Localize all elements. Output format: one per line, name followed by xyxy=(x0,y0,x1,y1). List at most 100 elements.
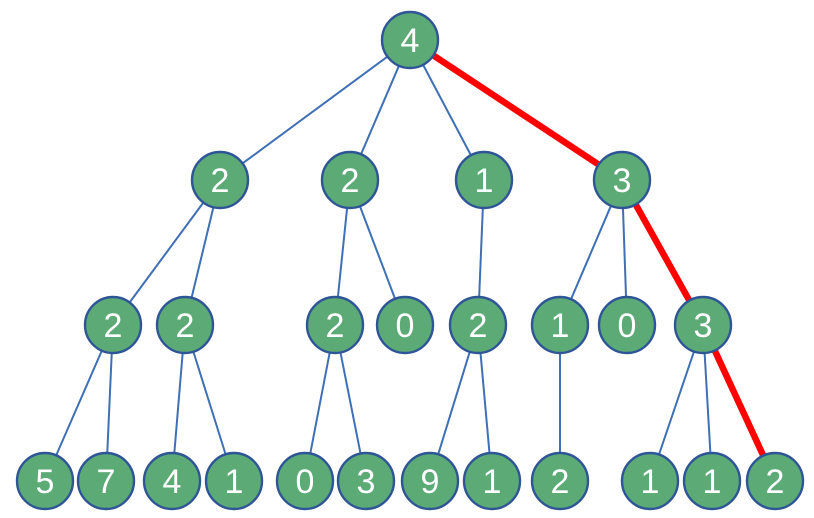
tree-edge-2-to-9 xyxy=(436,350,472,456)
tree-edge-4-to-2 xyxy=(359,64,401,156)
tree-node-n11-value-0[interactable]: 0 xyxy=(597,295,657,355)
node-circle[interactable] xyxy=(142,451,202,511)
node-circle[interactable] xyxy=(597,295,657,355)
tree-node-n0-value-4[interactable]: 4 xyxy=(380,10,440,70)
node-circle[interactable] xyxy=(620,451,680,511)
tree-edge-2-to-1 xyxy=(479,351,491,455)
node-label: 5 xyxy=(36,463,55,501)
node-circle[interactable] xyxy=(275,451,335,511)
node-circle[interactable] xyxy=(673,295,733,355)
node-label: 9 xyxy=(421,463,440,501)
node-circle[interactable] xyxy=(336,451,396,511)
node-label: 7 xyxy=(97,463,116,501)
node-circle[interactable] xyxy=(375,295,435,355)
node-label: 2 xyxy=(104,307,123,345)
node-circle[interactable] xyxy=(448,295,508,355)
node-circle[interactable] xyxy=(190,150,250,210)
tree-node-n5-value-2[interactable]: 2 xyxy=(83,295,143,355)
node-circle[interactable] xyxy=(305,295,365,355)
tree-edge-2-to-0 xyxy=(358,204,397,301)
node-circle[interactable] xyxy=(745,451,805,511)
tree-edge-2-to-7 xyxy=(106,351,113,455)
node-label: 0 xyxy=(618,307,637,345)
node-circle[interactable] xyxy=(530,451,590,511)
tree-node-n7-value-2[interactable]: 2 xyxy=(305,295,365,355)
node-circle[interactable] xyxy=(400,451,460,511)
node-label: 2 xyxy=(211,162,230,200)
tree-edge-3-to-1 xyxy=(703,351,712,455)
tree-node-n22-value-1[interactable]: 1 xyxy=(620,451,680,511)
tree-edge-2-to-2 xyxy=(190,206,215,299)
tree-node-n14-value-7[interactable]: 7 xyxy=(76,451,136,511)
node-label: 2 xyxy=(551,463,570,501)
node-circle[interactable] xyxy=(15,451,75,511)
tree-edge-highlighted-4-to-3 xyxy=(428,51,604,169)
node-circle[interactable] xyxy=(380,10,440,70)
highlight-path-layer xyxy=(428,51,768,461)
tree-edge-2-to-2 xyxy=(128,201,205,304)
tree-edge-3-to-1 xyxy=(569,204,613,301)
tree-node-n8-value-0[interactable]: 0 xyxy=(375,295,435,355)
node-label: 3 xyxy=(357,463,376,501)
tree-edge-3-to-1 xyxy=(657,350,696,456)
tree-edge-2-to-2 xyxy=(336,206,349,299)
tree-node-n9-value-2[interactable]: 2 xyxy=(448,295,508,355)
tree-node-n1-value-2[interactable]: 2 xyxy=(190,150,250,210)
node-circle[interactable] xyxy=(155,295,215,355)
node-label: 2 xyxy=(176,307,195,345)
node-label: 2 xyxy=(341,162,360,200)
tree-node-n20-value-1[interactable]: 1 xyxy=(462,451,522,511)
node-label: 1 xyxy=(225,463,244,501)
node-circle[interactable] xyxy=(682,451,742,511)
tree-edge-2-to-0 xyxy=(309,351,331,455)
node-label: 0 xyxy=(296,463,315,501)
node-label: 2 xyxy=(766,463,785,501)
tree-node-n16-value-1[interactable]: 1 xyxy=(204,451,264,511)
tree-node-n2-value-2[interactable]: 2 xyxy=(320,150,380,210)
node-label: 4 xyxy=(163,463,182,501)
node-label: 2 xyxy=(326,307,345,345)
tree-edge-4-to-1 xyxy=(421,63,473,157)
node-circle[interactable] xyxy=(83,295,143,355)
node-circle[interactable] xyxy=(76,451,136,511)
node-label: 1 xyxy=(551,307,570,345)
tree-node-n23-value-1[interactable]: 1 xyxy=(682,451,742,511)
node-circle[interactable] xyxy=(530,295,590,355)
node-circle[interactable] xyxy=(454,150,514,210)
tree-node-n6-value-2[interactable]: 2 xyxy=(155,295,215,355)
node-label: 0 xyxy=(396,307,415,345)
node-circle[interactable] xyxy=(320,150,380,210)
tree-node-n3-value-1[interactable]: 1 xyxy=(454,150,514,210)
node-circle[interactable] xyxy=(204,451,264,511)
tree-node-n17-value-0[interactable]: 0 xyxy=(275,451,335,511)
tree-node-n12-value-3[interactable]: 3 xyxy=(673,295,733,355)
tree-node-n10-value-1[interactable]: 1 xyxy=(530,295,590,355)
node-circle[interactable] xyxy=(462,451,522,511)
node-label: 1 xyxy=(703,463,722,501)
tree-edge-2-to-4 xyxy=(173,351,184,455)
tree-edge-3-to-0 xyxy=(621,206,628,299)
tree-edge-4-to-2 xyxy=(241,55,389,165)
node-label: 2 xyxy=(469,307,488,345)
node-label: 1 xyxy=(483,463,502,501)
tree-node-n24-value-2[interactable]: 2 xyxy=(745,451,805,511)
tree-edge-highlighted-3-to-3 xyxy=(631,199,694,306)
tree-node-n21-value-2[interactable]: 2 xyxy=(530,451,590,511)
tree-edge-2-to-3 xyxy=(339,351,362,455)
tree-node-n4-value-3[interactable]: 3 xyxy=(592,150,652,210)
tree-edge-2-to-5 xyxy=(54,349,104,457)
node-label: 1 xyxy=(641,463,660,501)
tree-edge-2-to-1 xyxy=(192,350,227,456)
tree-node-n15-value-4[interactable]: 4 xyxy=(142,451,202,511)
tree-node-n13-value-5[interactable]: 5 xyxy=(15,451,75,511)
tree-node-n19-value-9[interactable]: 9 xyxy=(400,451,460,511)
tree-node-n18-value-3[interactable]: 3 xyxy=(336,451,396,511)
node-label: 1 xyxy=(475,162,494,200)
tree-edge-1-to-2 xyxy=(478,206,484,299)
node-label: 4 xyxy=(401,22,420,60)
edge-layer xyxy=(54,55,712,457)
tree-edge-highlighted-3-to-2 xyxy=(710,345,768,461)
node-circle[interactable] xyxy=(592,150,652,210)
